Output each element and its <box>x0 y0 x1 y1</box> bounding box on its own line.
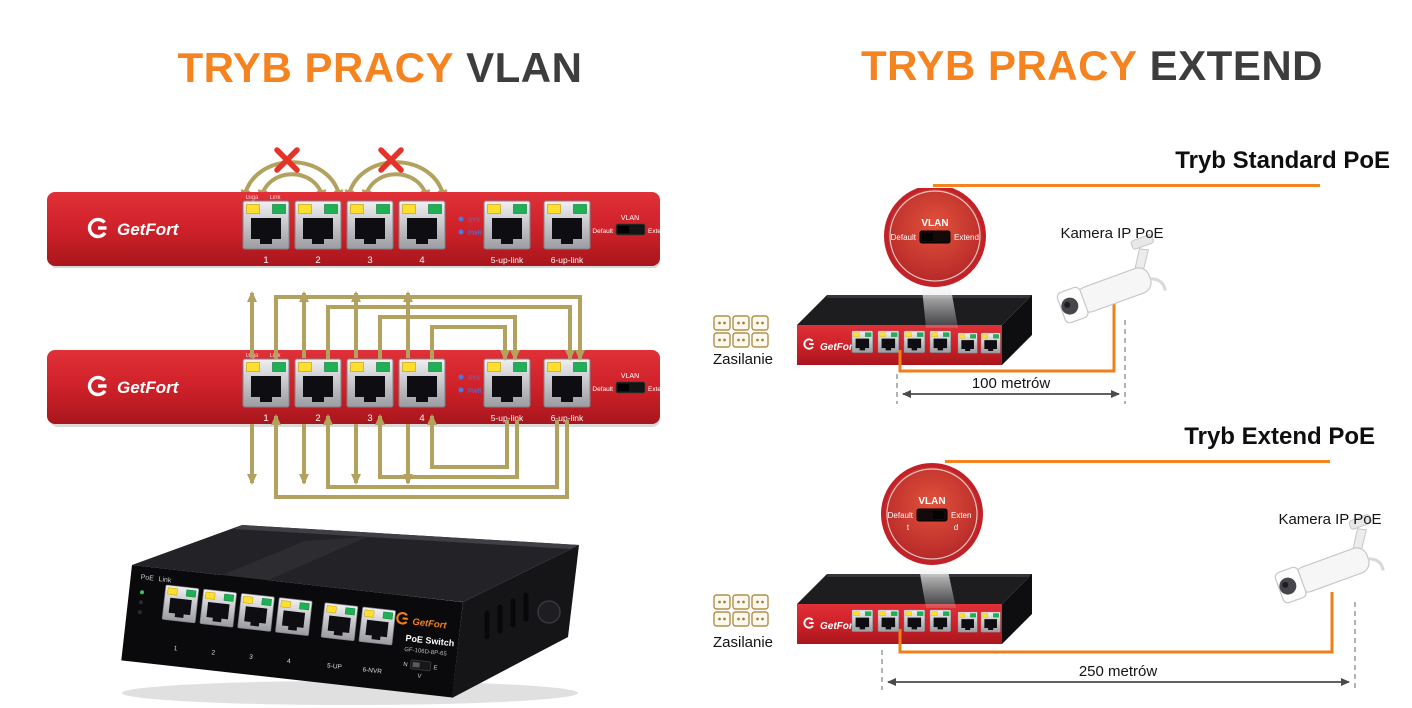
vlan-switch-connected <box>47 291 660 499</box>
mag-default-label: Default <box>888 511 914 520</box>
magnifier-beam <box>918 562 956 608</box>
distance-label: 100 metrów <box>972 375 1051 392</box>
ip-camera <box>1046 232 1173 328</box>
mode-e-label: E <box>433 665 438 671</box>
product-top-face <box>132 525 579 602</box>
orange-divider <box>945 460 1330 463</box>
status-led <box>140 590 145 595</box>
power-outlets-icon <box>714 316 768 347</box>
switch-panel-bottom <box>47 350 660 427</box>
extend-poe-diagram: Zasilanie VLAN Default Exten t d Kamera … <box>713 463 1391 690</box>
standard-poe-diagram: Zasilanie VLAN Default Extend Kamera IP … <box>713 188 1173 404</box>
title-prefix: TRYB PRACY <box>177 44 454 91</box>
title-emphasis: VLAN <box>466 44 583 91</box>
link-label: Link <box>158 576 172 584</box>
ethernet-cable <box>898 592 1334 654</box>
blocked-x-icon <box>381 150 401 170</box>
blocked-x-icon <box>277 150 297 170</box>
mag-extend-label: Exten <box>951 511 971 520</box>
title-emphasis: EXTEND <box>1149 42 1323 89</box>
vlan-uplink-wires <box>247 291 585 499</box>
mode-dip-knob <box>412 661 420 668</box>
mode-v-label: V <box>417 674 422 680</box>
product-photo: PoE Link 1 2 3 4 5-UP 6-NVR GetFort PoE … <box>121 525 579 705</box>
orange-divider <box>933 184 1320 187</box>
mag-wrap-fragment: d <box>954 523 958 532</box>
side-badge <box>537 600 561 624</box>
poe-switch-3d <box>797 574 1032 644</box>
magnifier-beam <box>921 278 958 328</box>
port-number: 2 <box>211 649 216 656</box>
status-led <box>137 610 142 615</box>
mag-default-label: Default <box>891 233 917 242</box>
port-number: 4 <box>287 658 292 665</box>
power-label: Zasilanie <box>713 634 773 651</box>
magnifier-callout: VLAN Default Extend <box>884 188 986 287</box>
mag-vlan-label: VLAN <box>918 496 945 507</box>
magnifier-callout: VLAN Default Exten t d <box>881 463 983 565</box>
standard-poe-heading: Tryb Standard PoE <box>1175 147 1390 174</box>
brand-label: GetFort <box>412 617 448 632</box>
mag-extend-label: Extend <box>954 233 979 242</box>
distance-measure: 250 metrów <box>881 602 1356 690</box>
camera-label: Kamera IP PoE <box>1278 511 1381 528</box>
port-number: 5-UP <box>327 662 343 671</box>
vlan-mode-title: TRYB PRACY VLAN <box>100 44 660 92</box>
ethernet-cable <box>898 304 1116 373</box>
port-number: 1 <box>173 645 178 652</box>
extend-poe-heading: Tryb Extend PoE <box>1184 423 1375 450</box>
power-outlets-icon <box>714 595 768 626</box>
vent-slots <box>484 592 529 640</box>
top-sheen <box>217 537 367 585</box>
port-number: 6-NVR <box>362 666 382 675</box>
product-model: GF-106D-8P-65 <box>404 647 448 658</box>
product-front-face: PoE Link 1 2 3 4 5-UP 6-NVR GetFort PoE … <box>121 565 463 698</box>
distance-measure: 100 metrów <box>896 320 1126 404</box>
extend-mode-title: TRYB PRACY EXTEND <box>812 42 1372 90</box>
mode-dip-knob <box>933 511 944 519</box>
port-number: 3 <box>249 654 254 661</box>
top-edge-highlight <box>234 525 579 549</box>
status-led <box>138 600 143 605</box>
mode-n-label: N <box>403 662 408 668</box>
mag-wrap-fragment: t <box>907 523 910 532</box>
switch-panel-top <box>47 192 660 268</box>
poe-label: PoE <box>140 574 154 582</box>
title-prefix: TRYB PRACY <box>861 42 1138 89</box>
vlan-switch-isolated <box>47 140 660 268</box>
mag-vlan-label: VLAN <box>921 218 948 229</box>
distance-label: 250 metrów <box>1079 663 1158 680</box>
camera-label: Kamera IP PoE <box>1060 225 1163 242</box>
poe-switch-3d <box>797 295 1032 365</box>
power-label: Zasilanie <box>713 351 773 368</box>
mode-dip-knob <box>922 233 933 241</box>
